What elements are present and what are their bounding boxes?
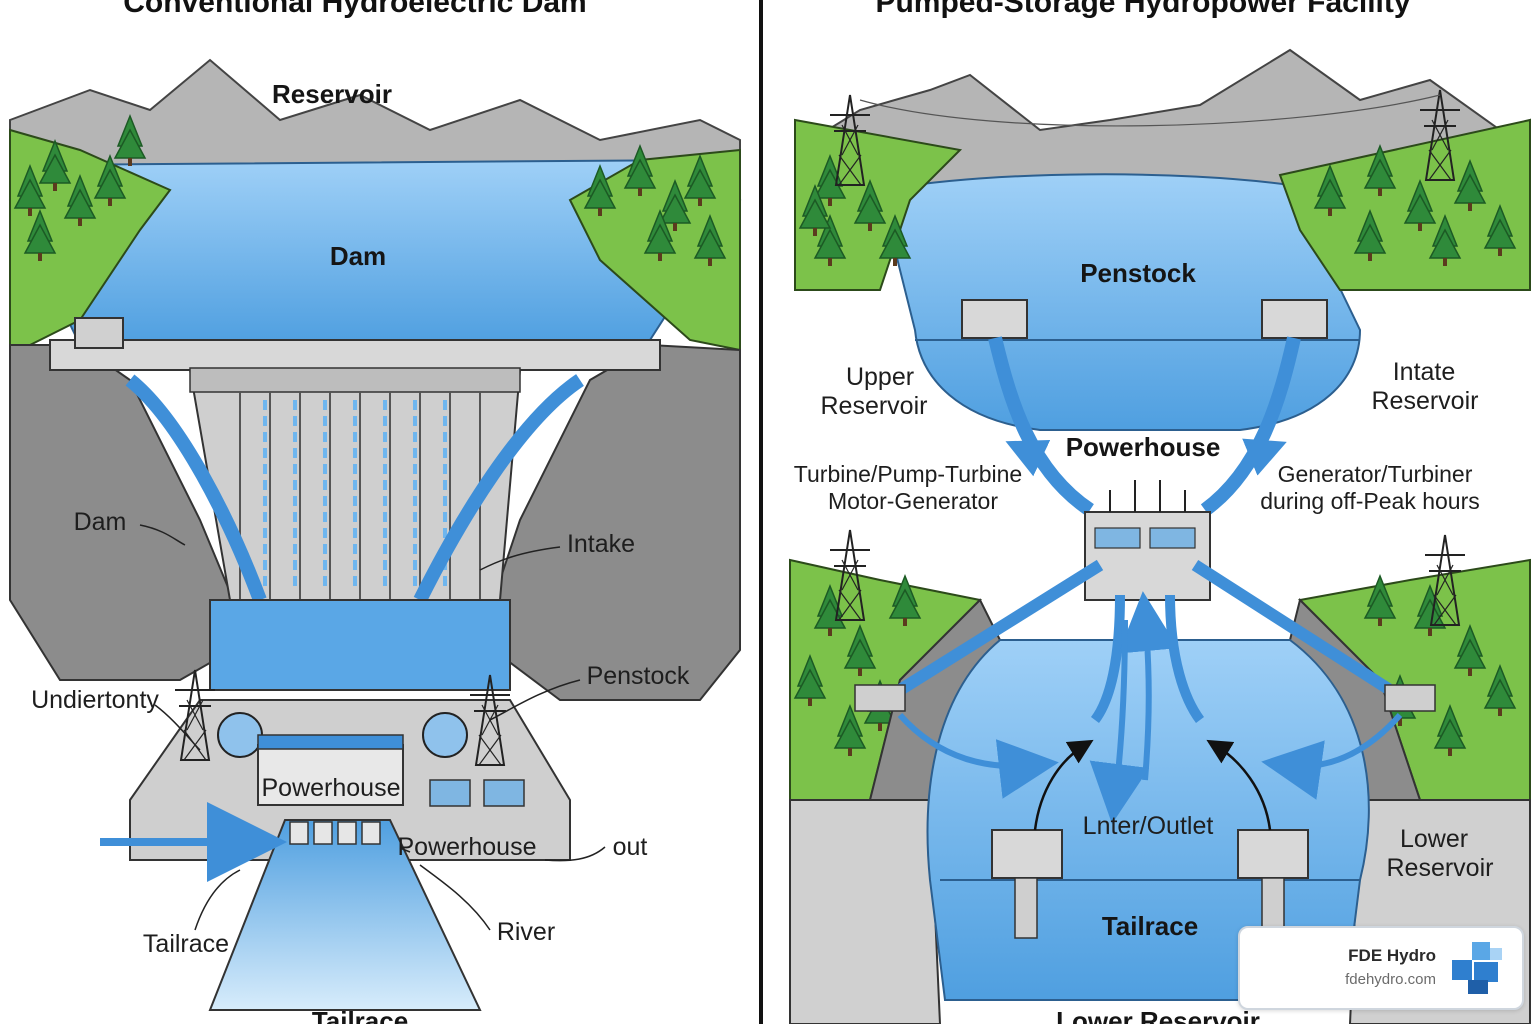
- label-powerhouse-lower: Powerhouse: [398, 833, 537, 861]
- label-inlet-outlet: Lnter/Outlet: [1083, 812, 1214, 840]
- fde-logo-icon: [1452, 942, 1502, 994]
- right-panel: Pumped-Storage Hydropower Facility Penst…: [789, 0, 1531, 1024]
- label-dam-top: Dam: [330, 241, 386, 271]
- label-intake: Intake: [567, 530, 635, 558]
- brand-url: fdehydro.com: [1345, 971, 1436, 988]
- label-penstock-left: Penstock: [587, 662, 690, 690]
- label-tailrace-side: Tailrace: [143, 930, 229, 958]
- label-undiertonty: Undiertonty: [31, 686, 159, 714]
- label-turbine-1: Turbine/Pump-Turbine: [794, 461, 1022, 487]
- brand-name: FDE Hydro: [1348, 946, 1436, 965]
- label-upper-reservoir-1: Upper: [846, 363, 914, 391]
- label-powerhouse-right: Powerhouse: [1066, 432, 1221, 462]
- label-dam-side: Dam: [74, 508, 127, 536]
- label-reservoir: Reservoir: [272, 79, 392, 109]
- label-generator-1: Generator/Turbiner: [1278, 461, 1473, 487]
- label-powerhouse-upper: Powerhouse: [262, 774, 401, 802]
- label-upper-reservoir-2: Reservoir: [821, 392, 928, 420]
- left-panel: Conventional Hydroelectric Dam Reservoir…: [8, 0, 742, 1024]
- left-panel-title: Conventional Hydroelectric Dam: [123, 0, 586, 19]
- label-lower-reservoir-bottom: Lower Reservoir: [1056, 1006, 1260, 1024]
- label-tailrace-bottom: Tailrace: [312, 1006, 408, 1024]
- brand-logo-card[interactable]: FDE Hydro fdehydro.com: [1238, 926, 1524, 1010]
- label-intate-reservoir-1: Intate: [1393, 358, 1456, 386]
- label-lower-reservoir-1: Lower: [1400, 825, 1468, 853]
- label-out: out: [613, 833, 648, 861]
- label-river: River: [497, 918, 555, 946]
- label-lower-reservoir-2: Reservoir: [1387, 854, 1494, 882]
- label-generator-2: during off-Peak hours: [1260, 488, 1480, 514]
- label-tailrace-right: Tailrace: [1102, 911, 1198, 941]
- right-panel-title: Pumped-Storage Hydropower Facility: [875, 0, 1410, 19]
- label-turbine-2: Motor-Generator: [828, 488, 998, 514]
- label-intate-reservoir-2: Reservoir: [1372, 387, 1479, 415]
- label-penstock-right: Penstock: [1080, 258, 1196, 288]
